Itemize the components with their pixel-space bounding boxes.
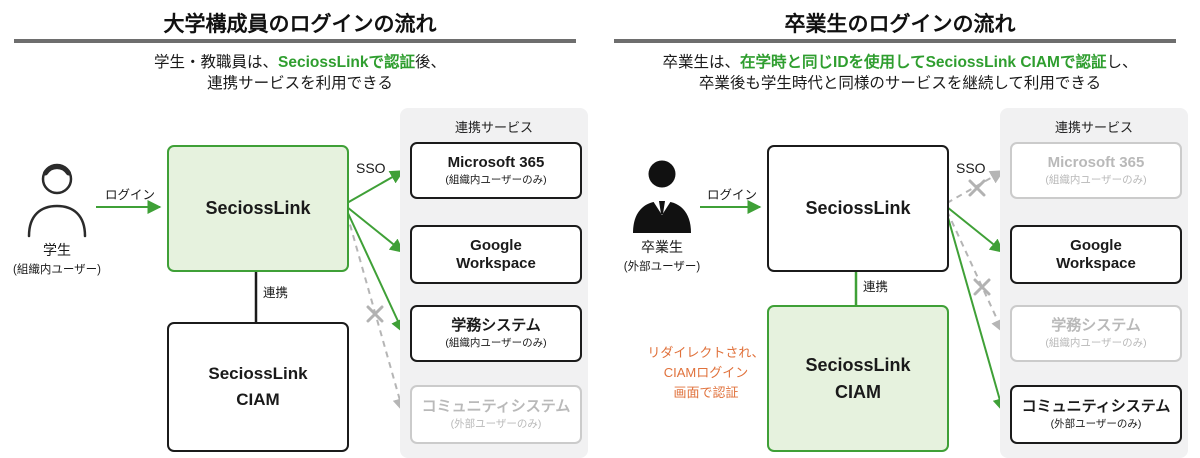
desc-highlight: 在学時と同じIDを使用してSeciossLink CIAMで認証 [740,54,1107,71]
desc-line2: 連携サービスを利用できる [207,75,393,92]
sso-label: SSO [956,160,986,176]
service-name: Microsoft 365 [447,154,545,171]
service-box-google-workspace: Google Workspace [410,225,582,284]
desc-post: し、 [1106,54,1138,71]
service-box-community-system: コミュニティシステム (外部ユーザーのみ) [1010,385,1182,444]
login-label: ログイン [706,188,757,202]
graduate-actor: 卒業生 (外部ユーザー) [620,155,704,274]
service-box-academic-system: 学務システム (組織内ユーザーのみ) [410,305,582,362]
service-box-google-workspace: Google Workspace [1010,225,1182,284]
graduate-icon [620,155,704,235]
panel-title-left: 大学構成員のログインの流れ [163,13,437,36]
service-sub: (組織内ユーザーのみ) [445,337,547,349]
redirect-note: リダイレクトされ、 CIAMログイン 画面で認証 [647,345,765,400]
graduate-flow-panel: 卒業生のログインの流れ 卒業生は、在学時と同じIDを使用してSeciossLin… [600,0,1200,458]
desc-line2: 卒業後も学生時代と同様のサービスを継続して利用できる [698,75,1102,92]
service-sub: (組織内ユーザーのみ) [1045,174,1147,186]
actor-sublabel: (組織内ユーザー) [13,264,101,276]
link-label: 連携 [863,280,889,294]
university-member-flow-panel: 大学構成員のログインの流れ 学生・教職員は、SeciossLinkで認証後、 連… [0,13,600,458]
service-name: Google Workspace [1056,236,1136,272]
actor-label: 卒業生 [641,239,683,255]
service-name: 学務システム [451,317,541,334]
service-name: コミュニティシステム [1021,398,1171,415]
service-sub: (外部ユーザーのみ) [450,418,542,430]
title-underline-right [614,39,1176,43]
seciosslink-ciam-box: SeciossLink CIAM [167,322,349,452]
desc-pre: 卒業生は、 [662,54,741,71]
service-sub: (組織内ユーザーのみ) [1045,337,1147,349]
blocked-x-icon [973,278,991,296]
desc-post: 後、 [414,54,446,71]
service-box-microsoft365: Microsoft 365 (組織内ユーザーのみ) [410,142,582,199]
desc-highlight: SeciossLinkで認証 [278,54,415,71]
panel-title-right: 卒業生のログインの流れ [784,13,1016,36]
service-sub: (外部ユーザーのみ) [1050,418,1142,430]
service-box-community-system: コミュニティシステム (外部ユーザーのみ) [410,385,582,444]
service-box-academic-system: 学務システム (組織内ユーザーのみ) [1010,305,1182,362]
service-sub: (組織内ユーザーのみ) [445,174,547,186]
login-label: ログイン [104,188,155,202]
service-name: Google Workspace [456,236,536,272]
flow-description-left: 学生・教職員は、SeciossLinkで認証後、 連携サービスを利用できる [0,52,600,94]
blocked-x-icon [968,179,986,197]
seciosslink-box: SeciossLink [767,145,949,272]
services-title: 連携サービス [454,120,533,135]
service-name: Microsoft 365 [1047,154,1145,171]
student-icon [10,158,104,238]
flow-description-right: 卒業生は、在学時と同じIDを使用してSeciossLink CIAMで認証し、 … [600,52,1200,94]
sso-label: SSO [356,160,386,176]
link-label: 連携 [263,286,289,300]
student-actor: 学生 (組織内ユーザー) [10,158,104,277]
desc-pre: 学生・教職員は、 [154,54,279,71]
services-title: 連携サービス [1054,120,1133,135]
seciosslink-box: SeciossLink [167,145,349,272]
seciosslink-ciam-box: SeciossLink CIAM [767,305,949,452]
blocked-x-icon [366,305,384,323]
service-name: 学務システム [1051,317,1141,334]
actor-sublabel: (外部ユーザー) [623,261,701,273]
title-underline-left [14,39,576,43]
service-box-microsoft365: Microsoft 365 (組織内ユーザーのみ) [1010,142,1182,199]
actor-label: 学生 [43,242,71,258]
service-name: コミュニティシステム [421,398,571,415]
